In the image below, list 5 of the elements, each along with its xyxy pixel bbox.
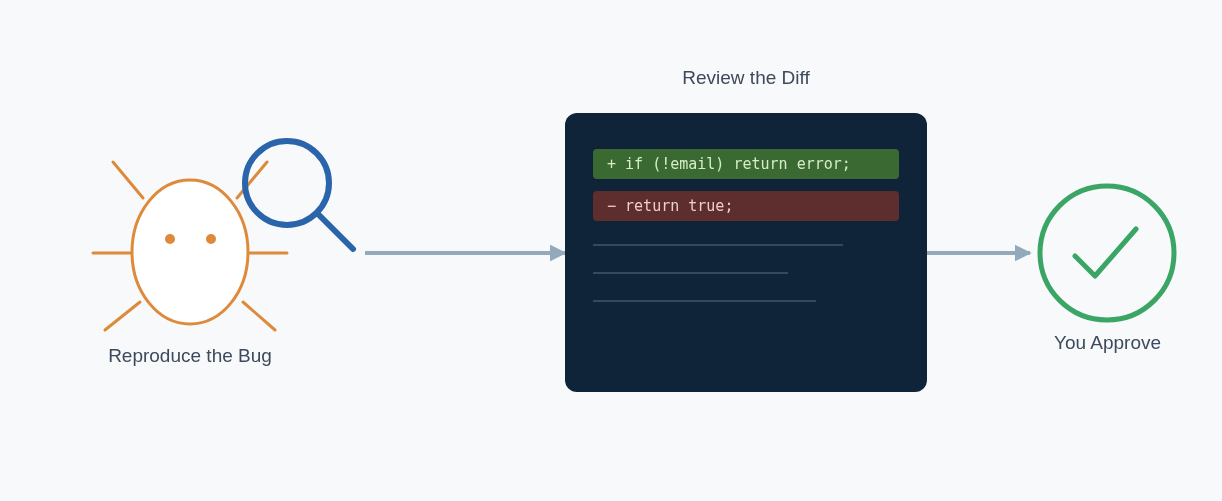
- arrow: [365, 244, 567, 262]
- step-label: You Approve: [1052, 332, 1163, 354]
- arrow: [927, 244, 1032, 262]
- step-label: Reproduce the Bug: [107, 345, 273, 367]
- step-label: Review the Diff: [681, 67, 811, 89]
